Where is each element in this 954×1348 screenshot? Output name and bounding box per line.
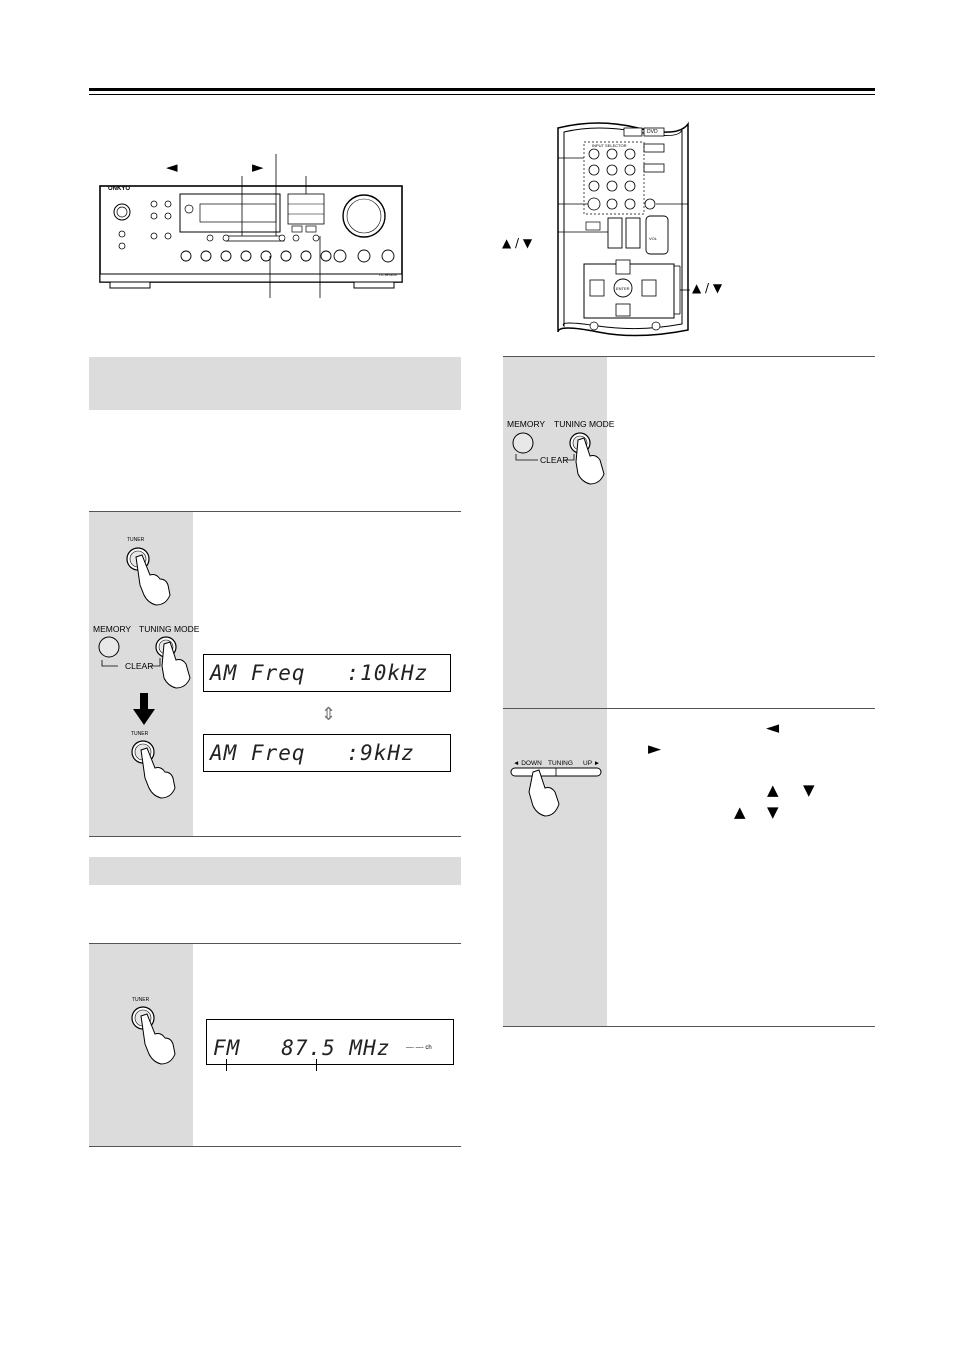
tuning-up-label: UP ►	[583, 760, 601, 767]
double-arrow-icon: ⇕	[321, 704, 337, 725]
tuner-button-2[interactable]	[127, 738, 183, 800]
arrow-down-icon	[133, 693, 155, 727]
memory-label-1: MEMORY	[93, 624, 132, 634]
arrow-up-icon-1: ▲	[767, 781, 779, 799]
fm-display-tick-2	[316, 1059, 317, 1071]
arrow-up-icon-2: ▲	[734, 803, 746, 821]
header-rule-thin	[89, 94, 875, 95]
callout-up-down-pad: ▲ / ▼	[692, 281, 723, 295]
remote-input-selector: INPUT SELECTOR	[592, 143, 627, 148]
callout-up-down-remote: ▲ / ▼	[502, 236, 533, 250]
remote-key-dvd: DVD	[647, 129, 658, 135]
section-header-fm-step	[89, 857, 461, 885]
callout-arrow-right: ►	[252, 158, 264, 176]
step3-bottom-rule	[503, 708, 875, 709]
step4-illustration-panel	[503, 709, 607, 1026]
fm-display-tick-1	[226, 1059, 227, 1071]
tuner-label-2: TUNER	[131, 731, 149, 737]
arrow-down-icon-2: ▼	[767, 803, 779, 821]
step1-bottom-rule	[89, 836, 461, 837]
step2-bottom-rule	[89, 1146, 461, 1147]
remote-vol: VOL	[649, 236, 658, 241]
tuner-button-3[interactable]	[127, 1004, 183, 1066]
section-header-am-step	[89, 357, 461, 410]
step4-bottom-rule	[503, 1026, 875, 1027]
tuning-mode-label-2: TUNING MODE	[554, 419, 615, 429]
tuning-center-label: TUNING	[548, 760, 573, 767]
arrow-right-icon: ►	[648, 739, 662, 759]
receiver-illustration	[92, 150, 412, 300]
step3-illustration-panel	[503, 357, 607, 708]
fm-display-channel: —- —- ch	[406, 1045, 432, 1051]
tuner-button-1[interactable]	[122, 545, 178, 607]
receiver-brand: ONKYO	[108, 186, 131, 192]
am-display-9khz: AM Freq :9kHz	[203, 734, 451, 772]
remote-illustration	[538, 118, 738, 340]
header-rule	[89, 88, 875, 91]
receiver-model: TX-SR304	[378, 272, 397, 277]
step3-top-rule	[503, 356, 875, 357]
step2-top-rule	[89, 943, 461, 944]
am-display-10khz: AM Freq :10kHz	[203, 654, 451, 692]
memory-tuning-buttons-2[interactable]	[510, 428, 606, 486]
tuning-mode-label-1: TUNING MODE	[139, 624, 200, 634]
fm-display: FM 87.5 MHz	[206, 1019, 454, 1065]
tuning-down-label: ◄ DOWN	[513, 760, 542, 767]
tuner-label-3: TUNER	[132, 997, 150, 1003]
clear-label-2: CLEAR	[540, 455, 569, 465]
step2-illustration-panel	[89, 944, 193, 1146]
clear-label-1: CLEAR	[125, 661, 154, 671]
tuner-label-1: TUNER	[127, 537, 145, 543]
callout-arrow-left: ◄	[166, 158, 178, 176]
arrow-left-icon: ◄	[766, 718, 780, 738]
memory-label-2: MEMORY	[507, 419, 546, 429]
tuning-bar-illustration[interactable]	[507, 758, 605, 820]
arrow-down-icon-1: ▼	[803, 781, 815, 799]
remote-enter: ENTER	[616, 286, 630, 291]
step1-top-rule	[89, 511, 461, 512]
memory-tuning-buttons-1[interactable]	[96, 632, 192, 690]
